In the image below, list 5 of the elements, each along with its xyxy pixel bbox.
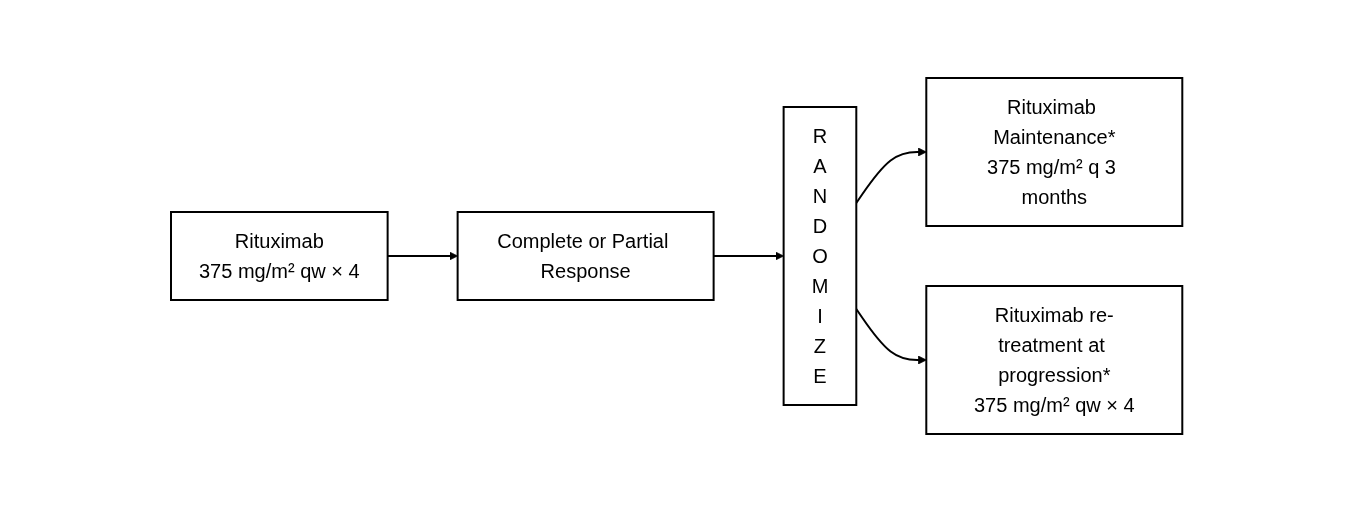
node-box: Rituximab re-treatment at progression* 375 mg/m² qw × 4 (925, 285, 1184, 435)
node-box: Complete or Partial Response (456, 211, 715, 301)
node-box: Rituximab Maintenance* 375 mg/m² q 3 months (925, 77, 1184, 227)
node-box: R A N D O M I Z E (782, 106, 858, 406)
node-box: Rituximab 375 mg/m² qw × 4 (170, 211, 389, 301)
